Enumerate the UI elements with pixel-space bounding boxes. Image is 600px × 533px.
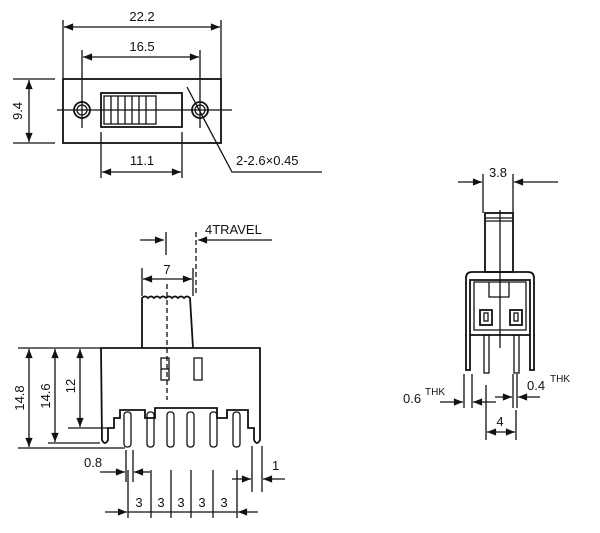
switch-body-side: [100, 347, 261, 444]
dim-label-leg-width: 1: [272, 458, 279, 473]
dim-label-body-height: 14.6: [38, 383, 53, 408]
dim-unit-leg-thk: THK: [425, 387, 445, 398]
switch-body-top: [62, 78, 222, 144]
dim-label-pin-spacing: 4: [496, 414, 503, 429]
pins: [123, 411, 241, 448]
dim-label-total-height: 14.8: [12, 385, 27, 410]
actuator: [141, 295, 194, 349]
dim-unit-pin-thk: THK: [550, 374, 570, 385]
pitch-label-3: 3: [177, 495, 184, 510]
slider-window: [100, 92, 183, 128]
dim-label-pin-width: 0.8: [84, 455, 102, 470]
side-view: 4TRAVEL 7 14.8 14.6 12 0.8 1 3 3 3 3 3: [12, 222, 285, 518]
dim-label-pin-height: 12: [63, 379, 78, 393]
pitch-label-5: 3: [220, 495, 227, 510]
dim-label-pin-thk: 0.4: [527, 378, 545, 393]
dim-label-overall-width: 22.2: [129, 9, 154, 24]
top-view: 22.2 16.5 9.4 11.1 2-2.6×0.45: [10, 9, 322, 178]
travel-label: 4TRAVEL: [205, 222, 262, 237]
bracket: [465, 271, 535, 371]
pitch-label-1: 3: [135, 495, 142, 510]
dim-label-height: 9.4: [10, 102, 25, 120]
actuator-end: [484, 212, 514, 273]
end-view: 3.8 0.6 THK 0.4 THK 4: [403, 165, 570, 440]
hole-spec-label: 2-2.6×0.45: [236, 153, 299, 168]
pitch-label-2: 3: [157, 495, 164, 510]
dim-label-end-actuator: 3.8: [489, 165, 507, 180]
dim-label-actuator-width: 7: [163, 262, 170, 277]
dim-label-slot-width: 11.1: [130, 153, 154, 168]
dim-label-leg-thk: 0.6: [403, 391, 421, 406]
dim-label-hole-spacing: 16.5: [129, 39, 154, 54]
pitch-label-4: 3: [198, 495, 205, 510]
